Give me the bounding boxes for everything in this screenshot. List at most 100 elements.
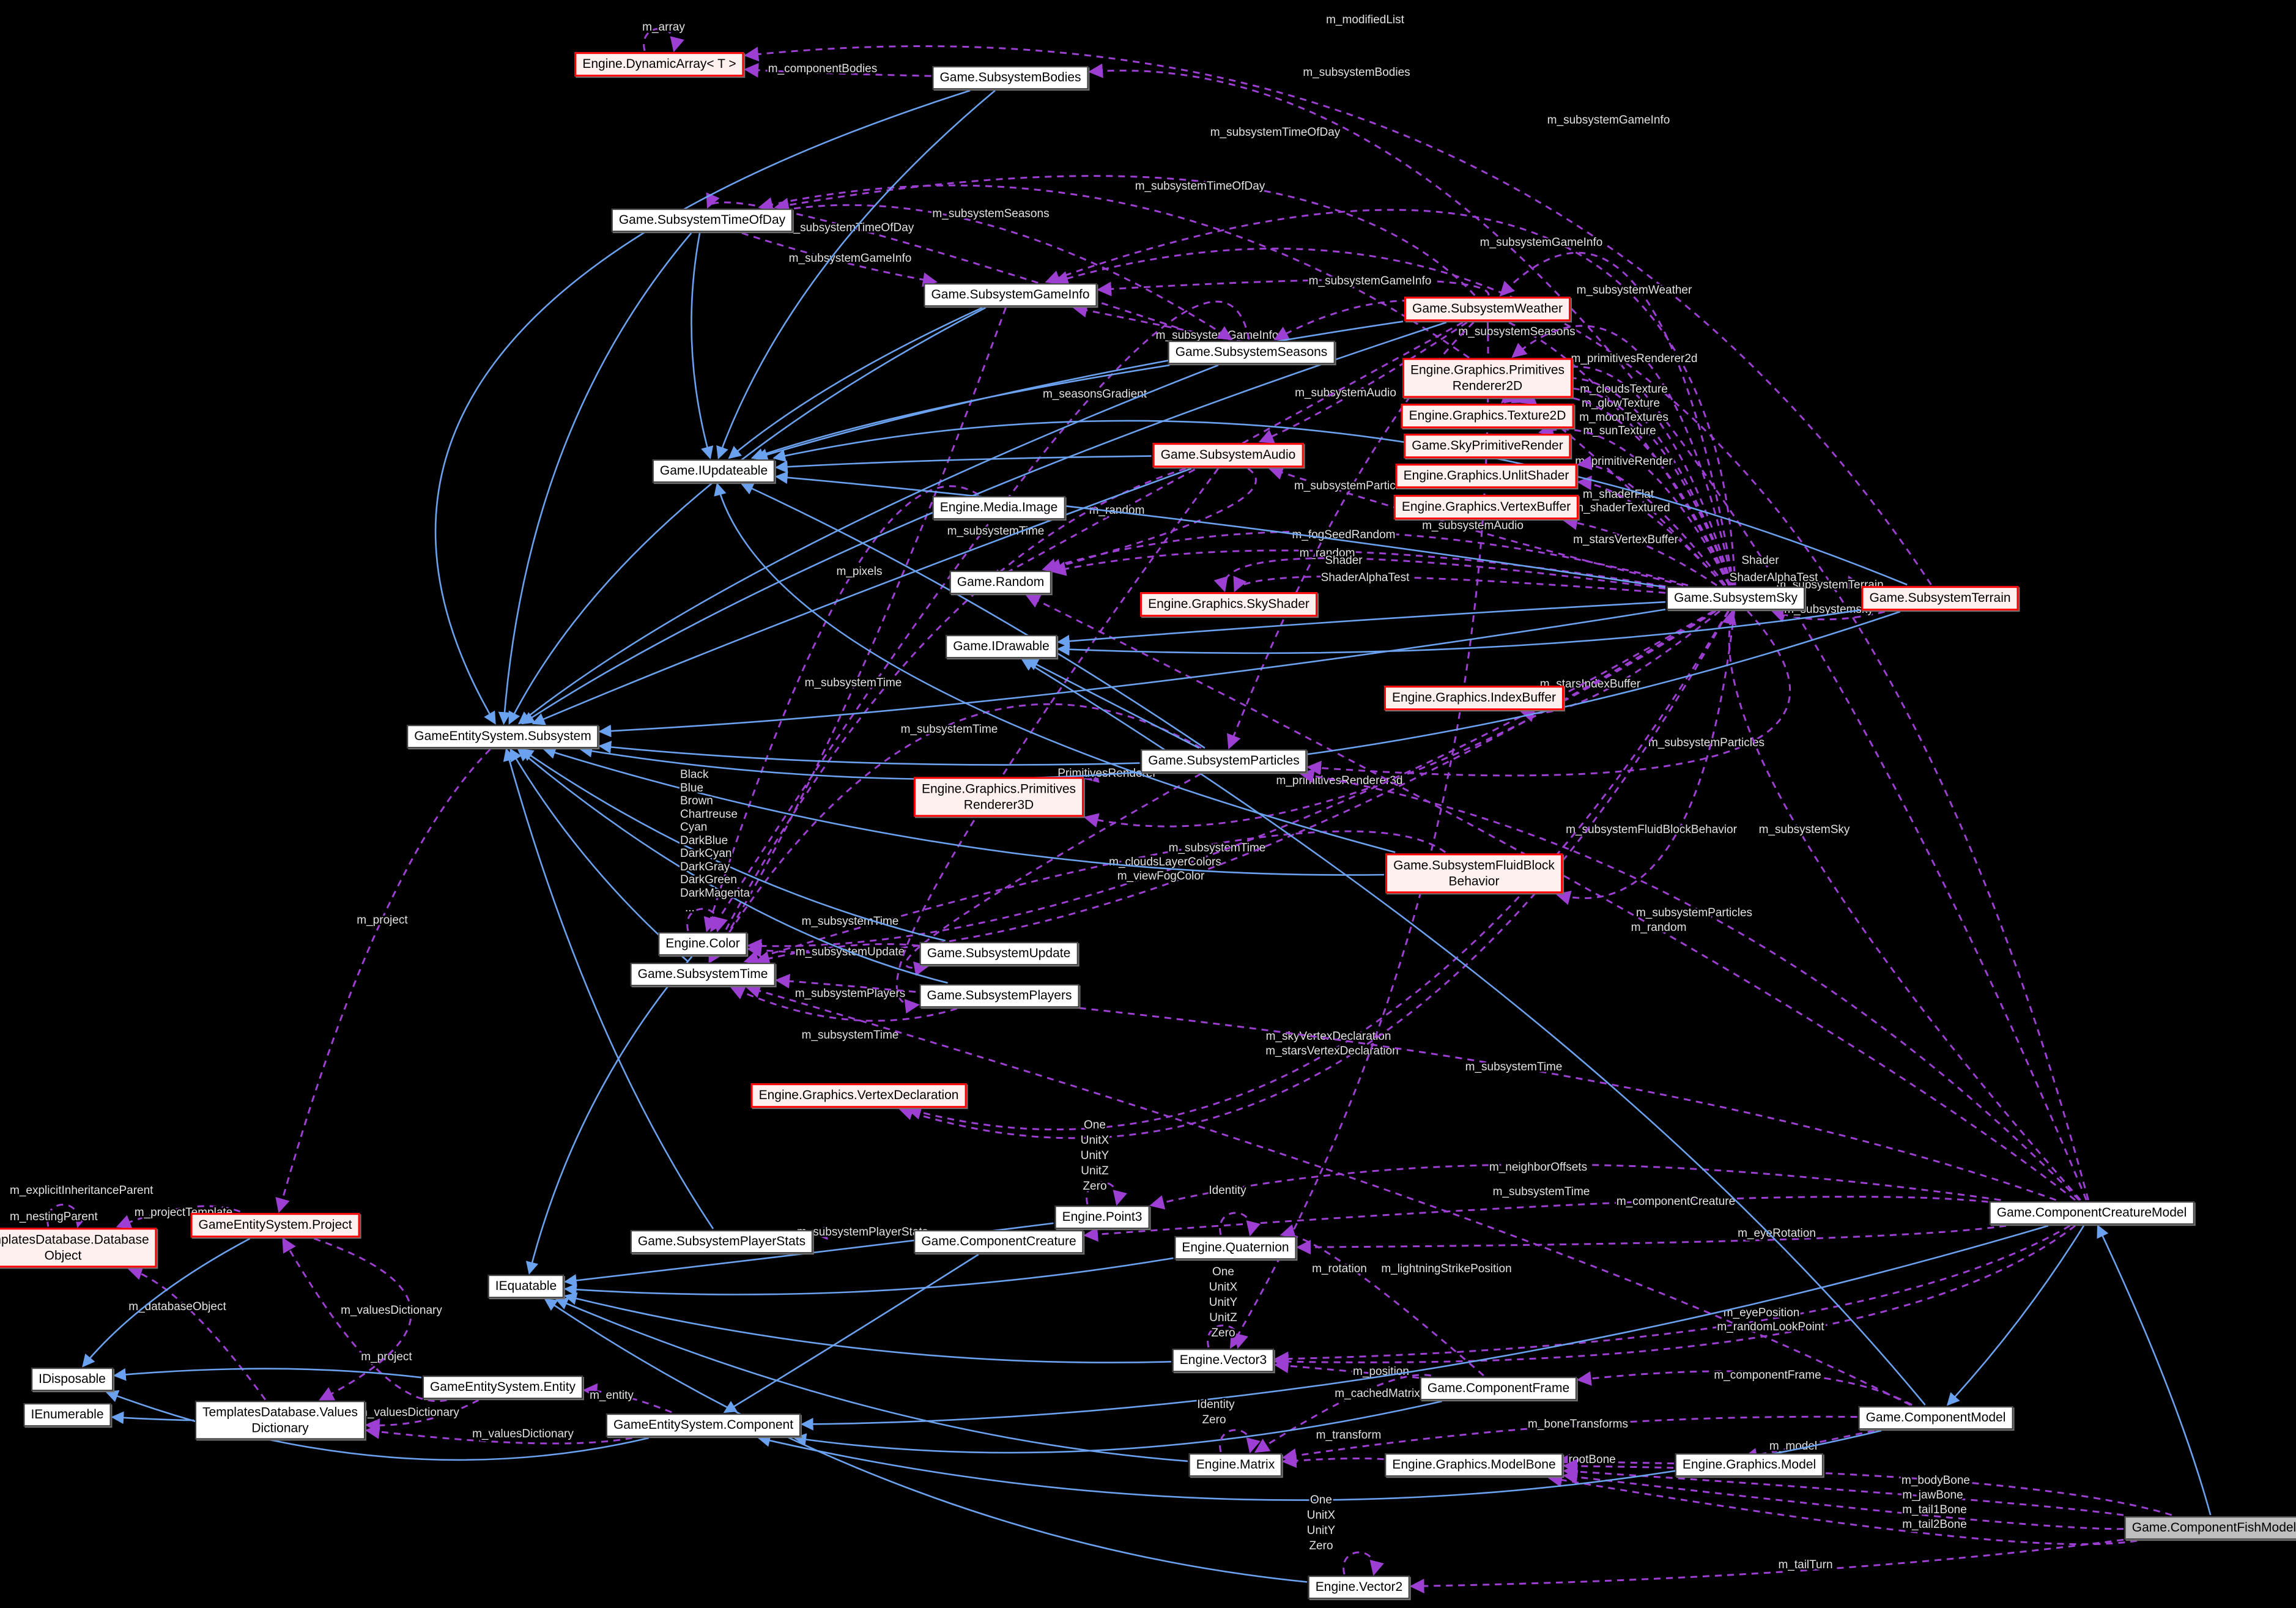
- node-iequatable[interactable]: IEquatable: [487, 1275, 565, 1298]
- node-subsystemseasons[interactable]: Game.SubsystemSeasons: [1168, 341, 1335, 364]
- usage-edge: [745, 984, 1911, 1406]
- edge-label: m_tail2Bone: [1902, 1518, 1967, 1531]
- usage-edge: [747, 610, 1716, 958]
- usage-edge: [1576, 1370, 1913, 1406]
- node-random[interactable]: Game.Random: [949, 571, 1052, 594]
- node-subsystemupdate[interactable]: Game.SubsystemUpdate: [919, 942, 1078, 965]
- inheritance-edge: [520, 748, 946, 942]
- usage-edge: [1051, 549, 1666, 588]
- node-subsystemaudio[interactable]: Game.SubsystemAudio: [1152, 443, 1304, 467]
- usage-edge: [709, 307, 1007, 963]
- node-idrawable[interactable]: Game.IDrawable: [946, 635, 1057, 658]
- node-subsystemterrain[interactable]: Game.SubsystemTerrain: [1861, 586, 2019, 610]
- edge-label: Shader: [1325, 554, 1363, 567]
- edge-label: m_jawBone: [1902, 1489, 1963, 1502]
- edge-label: m_lightningStrikePosition: [1381, 1262, 1511, 1275]
- node-componentmodel[interactable]: Game.ComponentModel: [1858, 1406, 2013, 1429]
- node-subsystemweather[interactable]: Game.SubsystemWeather: [1404, 297, 1571, 321]
- node-componentcreature[interactable]: Game.ComponentCreature: [914, 1230, 1084, 1253]
- self-loop-edge: [1219, 1429, 1261, 1454]
- edge-label: m_neighborOffsets: [1489, 1161, 1587, 1174]
- node-vector2[interactable]: Engine.Vector2: [1308, 1576, 1410, 1599]
- node-subsystemplayerstats[interactable]: Game.SubsystemPlayerStats: [630, 1230, 813, 1253]
- node-ienumerable[interactable]: IEnumerable: [23, 1403, 111, 1426]
- node-label: Engine.Matrix: [1196, 1458, 1275, 1472]
- floating-label: Cyan: [680, 821, 707, 834]
- node-project[interactable]: GameEntitySystem.Project: [190, 1213, 360, 1237]
- node-component[interactable]: GameEntitySystem.Component: [605, 1413, 801, 1437]
- self-loop-edge: [1086, 1181, 1127, 1206]
- usage-edge: [1555, 610, 1736, 905]
- usage-edge: [1281, 1415, 1857, 1463]
- node-subsystem[interactable]: GameEntitySystem.Subsystem: [407, 725, 599, 748]
- node-subsystemtime[interactable]: Game.SubsystemTime: [630, 963, 776, 986]
- node-point3[interactable]: Engine.Point3: [1054, 1206, 1150, 1229]
- node-label: Renderer2D: [1452, 379, 1523, 393]
- inheritance-edge: [750, 364, 1170, 461]
- node-idisposable[interactable]: IDisposable: [31, 1368, 113, 1391]
- node-vector3[interactable]: Engine.Vector3: [1172, 1349, 1275, 1372]
- node-vertexbuffer[interactable]: Engine.Graphics.VertexBuffer: [1393, 495, 1579, 519]
- node-skyprimitiverender[interactable]: Game.SkyPrimitiveRender: [1404, 434, 1571, 458]
- inheritance-edge: [111, 1411, 194, 1425]
- node-subsystemgameinfo[interactable]: Game.SubsystemGameInfo: [924, 283, 1097, 306]
- node-componentcreaturemodel[interactable]: Game.ComponentCreatureModel: [1989, 1201, 2194, 1225]
- node-subsystemsky[interactable]: Game.SubsystemSky: [1667, 587, 1805, 610]
- node-quaternion[interactable]: Engine.Quaternion: [1174, 1236, 1297, 1259]
- inheritance-edge: [82, 1237, 251, 1368]
- usage-edge: [1233, 575, 1666, 594]
- inheritance-edge: [772, 420, 1908, 586]
- inheritance-edge: [793, 1400, 1442, 1454]
- floating-label: DarkGray: [680, 861, 730, 873]
- node-label: Engine.Quaternion: [1182, 1240, 1289, 1255]
- node-mediaimage[interactable]: Engine.Media.Image: [932, 496, 1065, 519]
- node-label: Game.ComponentCreature: [921, 1234, 1076, 1249]
- node-subsystembodies[interactable]: Game.SubsystemBodies: [932, 66, 1089, 89]
- floating-label: ShaderAlphaTest: [1730, 571, 1818, 584]
- edge-label: m_subsystemPlayers: [795, 987, 906, 1000]
- floating-label: m_nestingParent: [10, 1210, 98, 1223]
- node-matrix[interactable]: Engine.Matrix: [1188, 1453, 1283, 1476]
- node-dynamicarray[interactable]: Engine.DynamicArray< T >: [574, 52, 744, 76]
- edge-label: m_project: [361, 1350, 412, 1363]
- edge-label: m_subsystemParticles: [1294, 480, 1410, 492]
- usage-edge: [1563, 515, 1717, 587]
- edge-label: m_subsystemTime: [901, 723, 998, 736]
- inheritance-edge: [1056, 601, 1666, 648]
- node-texture2d[interactable]: Engine.Graphics.Texture2D: [1401, 404, 1574, 428]
- node-iupdateable[interactable]: Game.IUpdateable: [652, 459, 776, 483]
- inheritance-edge: [544, 1298, 1308, 1583]
- usage-edge: [895, 468, 1219, 1014]
- usage-edge: [710, 300, 1250, 933]
- node-indexbuffer[interactable]: Engine.Graphics.IndexBuffer: [1383, 686, 1565, 710]
- node-subsystemplayers[interactable]: Game.SubsystemPlayers: [919, 984, 1079, 1007]
- node-subsystemtimeofday[interactable]: Game.SubsystemTimeOfDay: [611, 209, 793, 232]
- edge-label: m_subsystemAudio: [1295, 387, 1396, 399]
- node-skyshader[interactable]: Engine.Graphics.SkyShader: [1140, 592, 1317, 617]
- node-componentfishmodel[interactable]: Game.ComponentFishModel: [2124, 1516, 2296, 1539]
- edge-label: m_valuesDictionary: [358, 1406, 459, 1419]
- floating-label: DarkBlue: [680, 834, 728, 847]
- node-unlitshader[interactable]: Engine.Graphics.UnlitShader: [1395, 464, 1577, 488]
- node-label: GameEntitySystem.Project: [198, 1218, 352, 1232]
- node-color[interactable]: Engine.Color: [658, 932, 747, 955]
- inheritance-edge: [774, 471, 1666, 588]
- usage-edge: [744, 45, 1932, 585]
- node-label: GameEntitySystem.Component: [613, 1418, 794, 1432]
- node-label: Game.SubsystemTimeOfDay: [618, 213, 786, 228]
- node-componentframe[interactable]: Game.ComponentFrame: [1420, 1377, 1577, 1400]
- node-subsystemparticles[interactable]: Game.SubsystemParticles: [1141, 749, 1307, 773]
- node-model[interactable]: Engine.Graphics.Model: [1675, 1453, 1824, 1476]
- node-modelbone[interactable]: Engine.Graphics.ModelBone: [1385, 1453, 1563, 1476]
- node-vertexdeclaration[interactable]: Engine.Graphics.VertexDeclaration: [750, 1083, 967, 1108]
- node-entity[interactable]: GameEntitySystem.Entity: [422, 1376, 583, 1399]
- inheritance-edge: [531, 467, 1192, 725]
- edge-label: m_subsystemParticles: [1636, 906, 1752, 919]
- usage-edge: [1792, 575, 1862, 590]
